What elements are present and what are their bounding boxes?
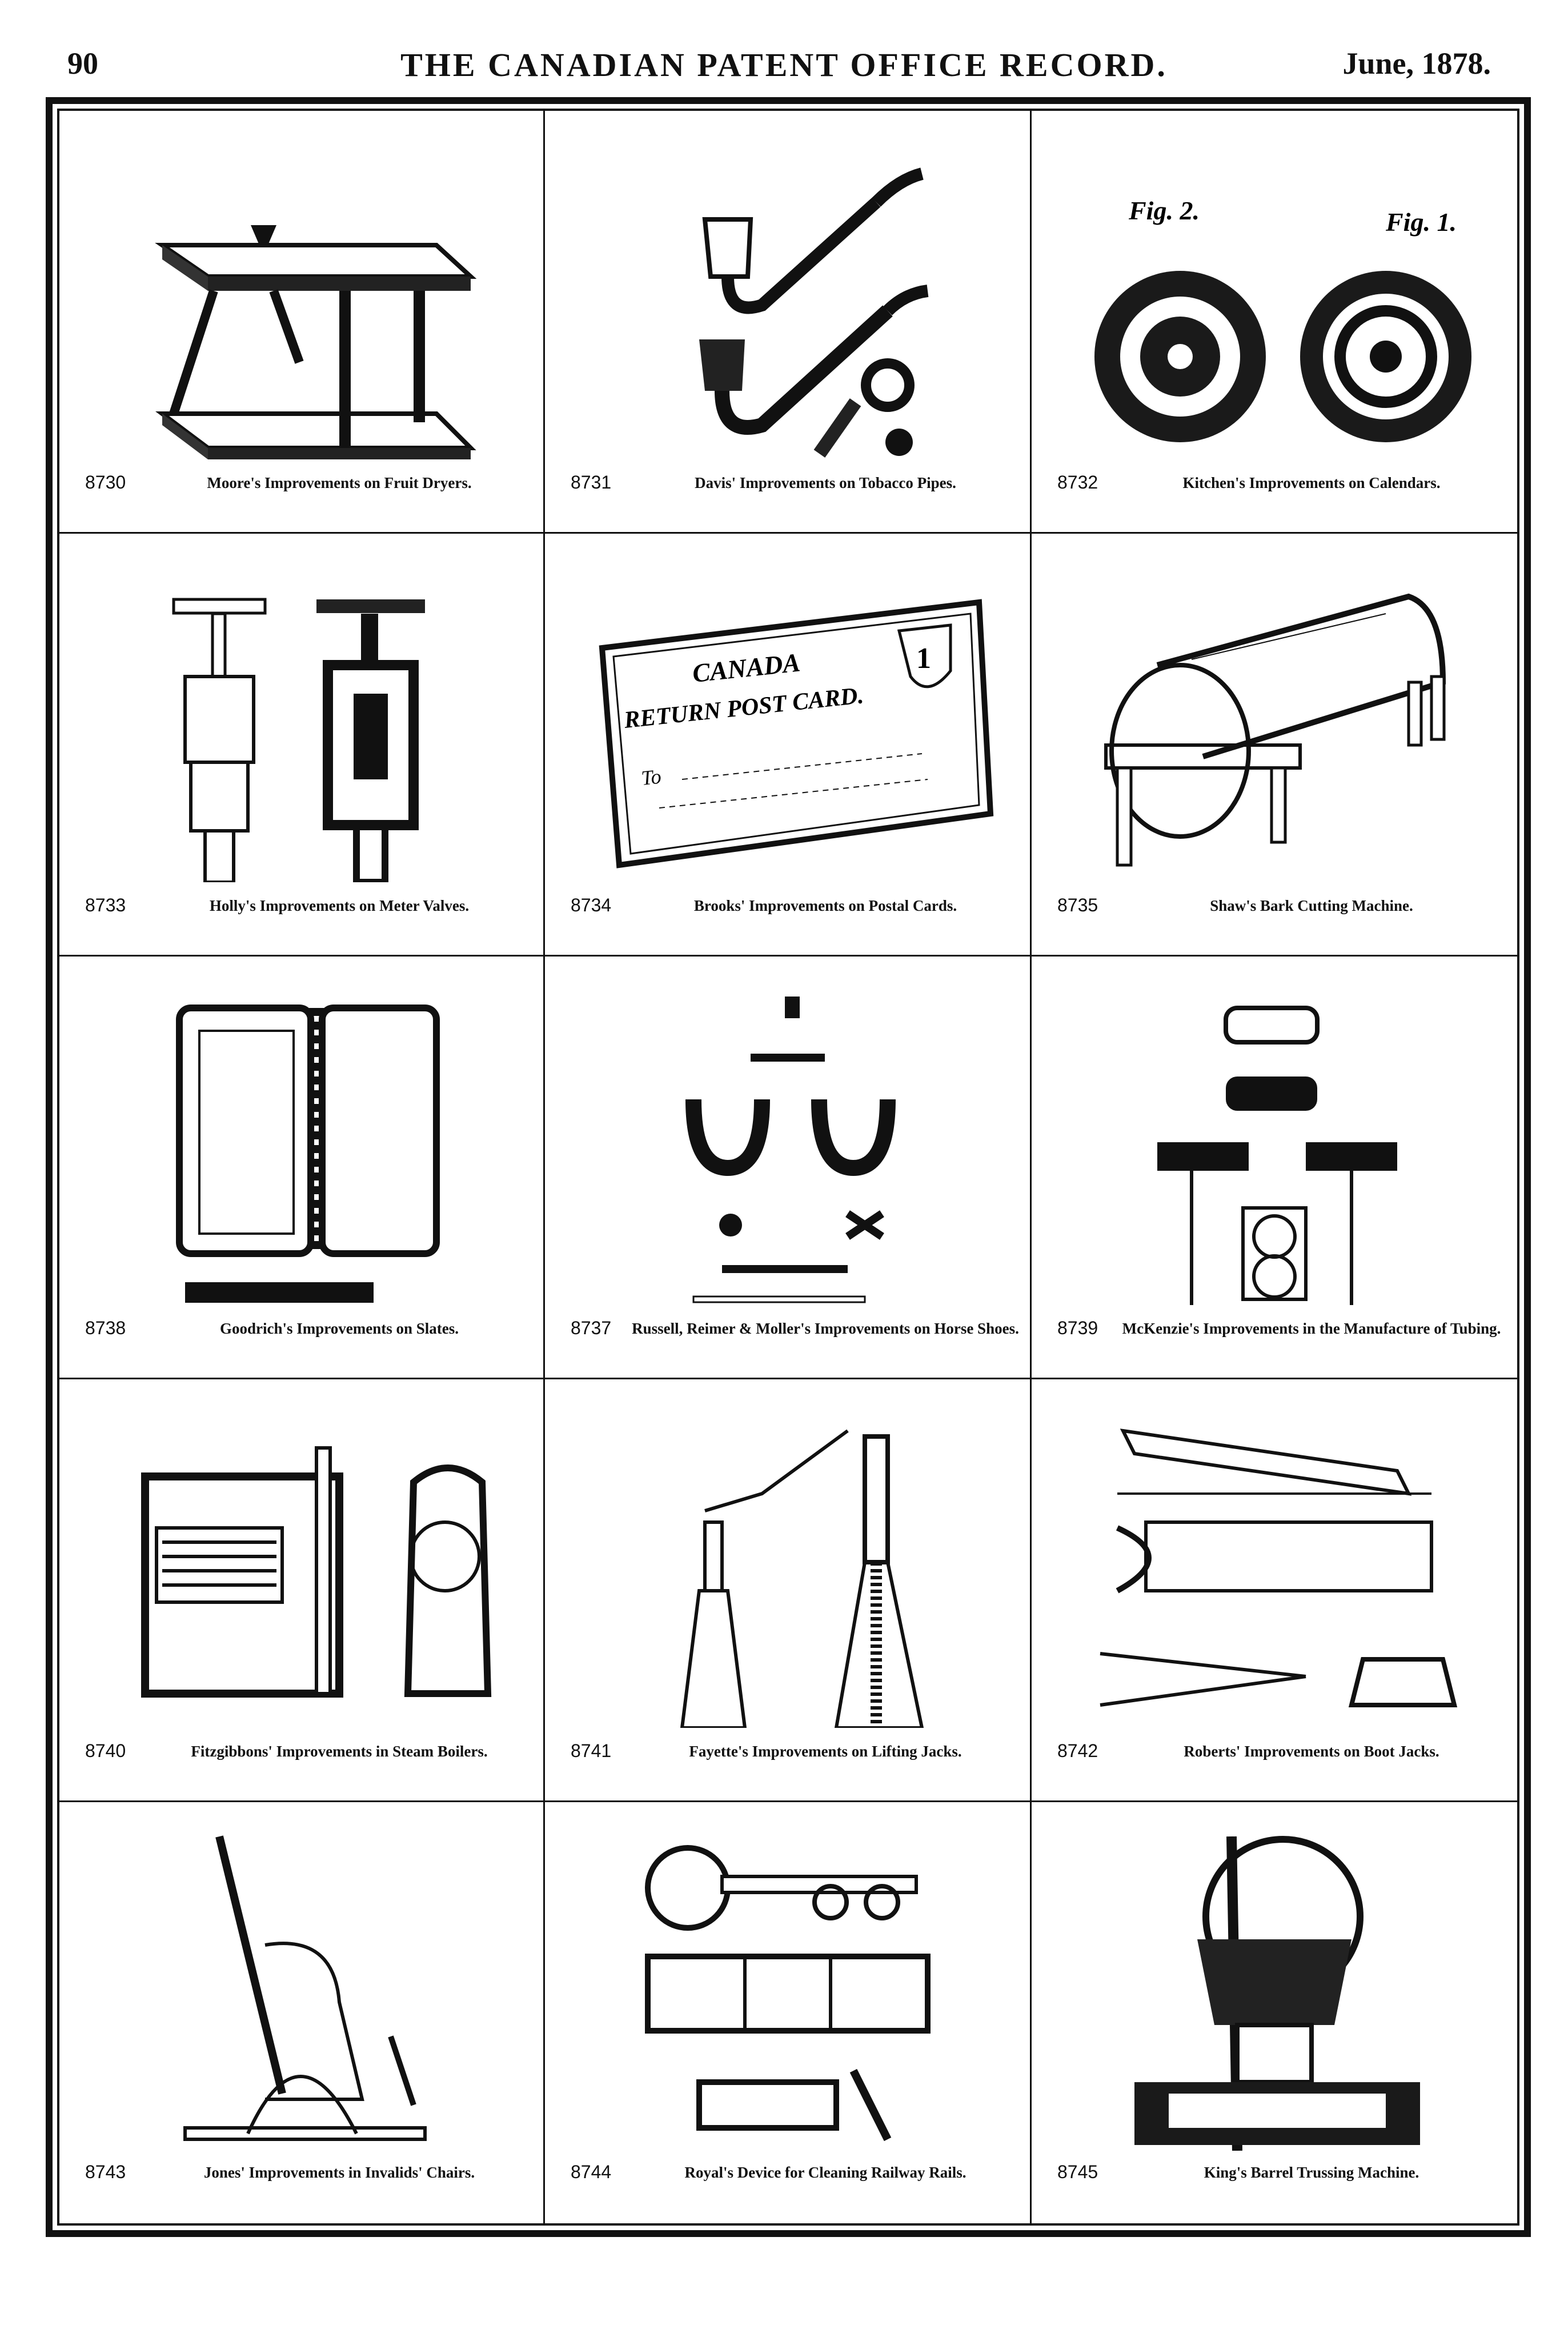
page-frame-inner (57, 109, 1519, 2226)
patent-cell-8742 (1032, 1379, 1517, 1802)
patent-cell-8745 (1032, 1802, 1517, 2223)
issue-date: June, 1878. (1342, 46, 1491, 81)
patent-grid: Fig. 2. Fig. 1. (59, 111, 1517, 2223)
postcard-stamp-value: 1 (916, 642, 931, 675)
fig-2-label: Fig. 2. (1128, 196, 1200, 225)
bark-cutting-machine-illustration (1104, 593, 1446, 867)
rail-cleaner-illustration (645, 1845, 931, 2142)
publication-title: THE CANADIAN PATENT OFFICE RECORD. (400, 46, 1168, 83)
postal-card-illustration: CANADA RETURN POST CARD. 1 To (599, 599, 994, 869)
patent-cell-8737 (545, 957, 1032, 1379)
patent-cell-8731 (545, 111, 1032, 534)
patent-cell-8739 (1032, 957, 1517, 1379)
boot-jack-illustration (1100, 1428, 1458, 1707)
patent-cell-8735 (1032, 534, 1517, 957)
patent-cell-8743 (59, 1802, 545, 2223)
patent-cell-8734: CANADA RETURN POST CARD. 1 To (545, 534, 1032, 957)
tubing-illustration (1157, 1006, 1397, 1305)
slate-illustration (176, 1005, 440, 1303)
fruit-dryer-illustration (155, 225, 477, 459)
meter-valve-illustration (172, 598, 425, 882)
horse-shoe-illustration (685, 997, 896, 1303)
patent-cell-8744 (545, 1802, 1032, 2223)
postcard-to: To (640, 765, 663, 790)
patent-cell-8738 (59, 957, 545, 1379)
patent-cell-8733 (59, 534, 545, 957)
tobacco-pipe-illustration (699, 167, 929, 458)
patent-cell-8740 (59, 1379, 545, 1802)
lifting-jack-illustration (680, 1429, 924, 1728)
barrel-trussing-machine-illustration (1134, 1836, 1420, 2151)
fig-1-label: Fig. 1. (1385, 207, 1457, 237)
patent-cell-8730 (59, 111, 545, 534)
page-number: 90 (67, 46, 98, 81)
patent-cell-8741 (545, 1379, 1032, 1802)
calendar-illustration: Fig. 2. Fig. 1. (1094, 196, 1471, 442)
invalids-chair-illustration (183, 1835, 427, 2141)
steam-boiler-illustration (141, 1446, 492, 1698)
patent-cell-8732: Fig. 2. Fig. 1. (1032, 111, 1517, 534)
